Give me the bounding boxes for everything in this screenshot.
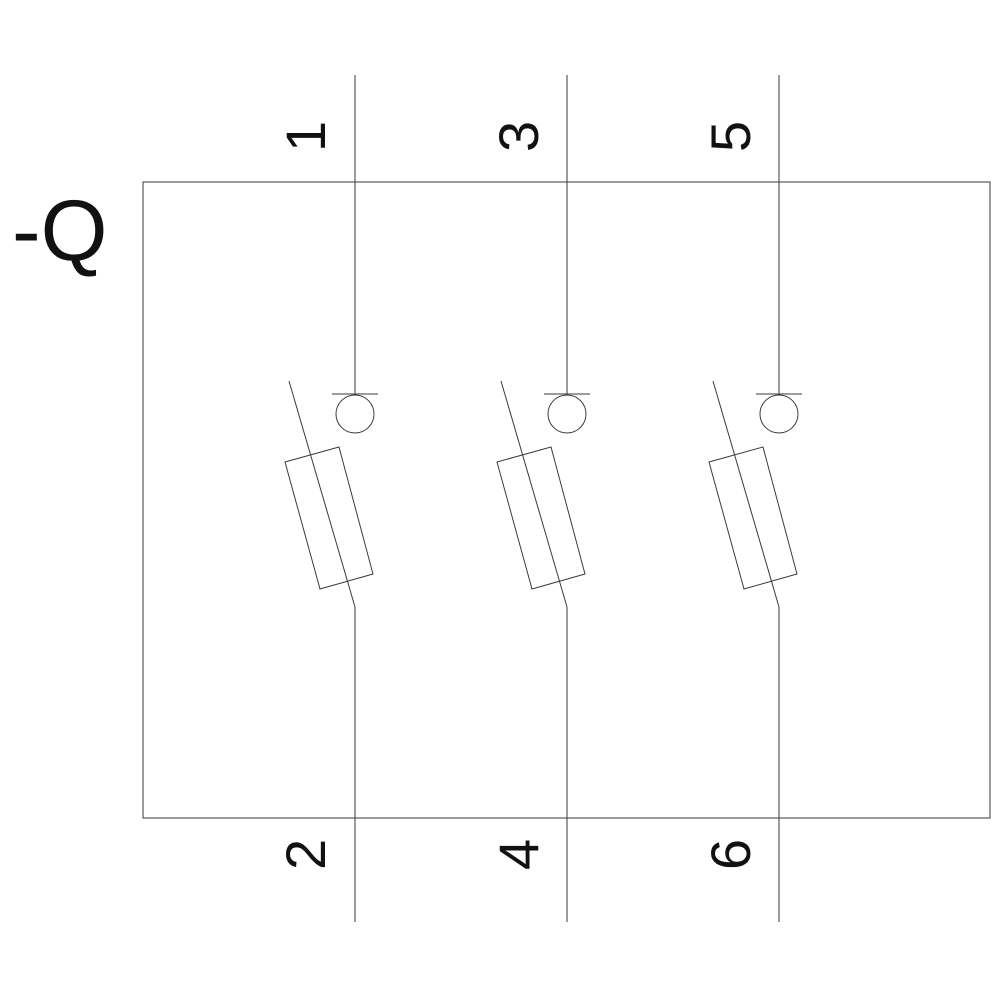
pole-3-moving-contact-blade [712,380,780,608]
device-designation-label: -Q [12,183,108,279]
pole-1-fuse-body [284,446,374,590]
pole-1-top-terminal: 1 [274,121,337,152]
pole-2-bottom-terminal: 4 [487,839,550,870]
pole-3-fixed-contact [759,394,799,434]
pole-3-fuse-body [708,446,798,590]
pole-2-fuse-body [496,446,586,590]
pole-2: 3 4 [487,75,590,922]
pole-1-moving-contact-blade [288,380,356,608]
pole-1: 1 2 [274,75,378,922]
pole-1-fixed-contact [335,394,375,434]
pole-3-bottom-terminal: 6 [699,839,762,870]
pole-1-bottom-terminal: 2 [274,839,337,870]
pole-2-moving-contact-blade [500,380,568,608]
pole-3: 5 6 [699,75,802,922]
pole-3-top-terminal: 5 [699,121,762,152]
pole-2-top-terminal: 3 [487,121,550,152]
pole-2-fixed-contact [547,394,587,434]
